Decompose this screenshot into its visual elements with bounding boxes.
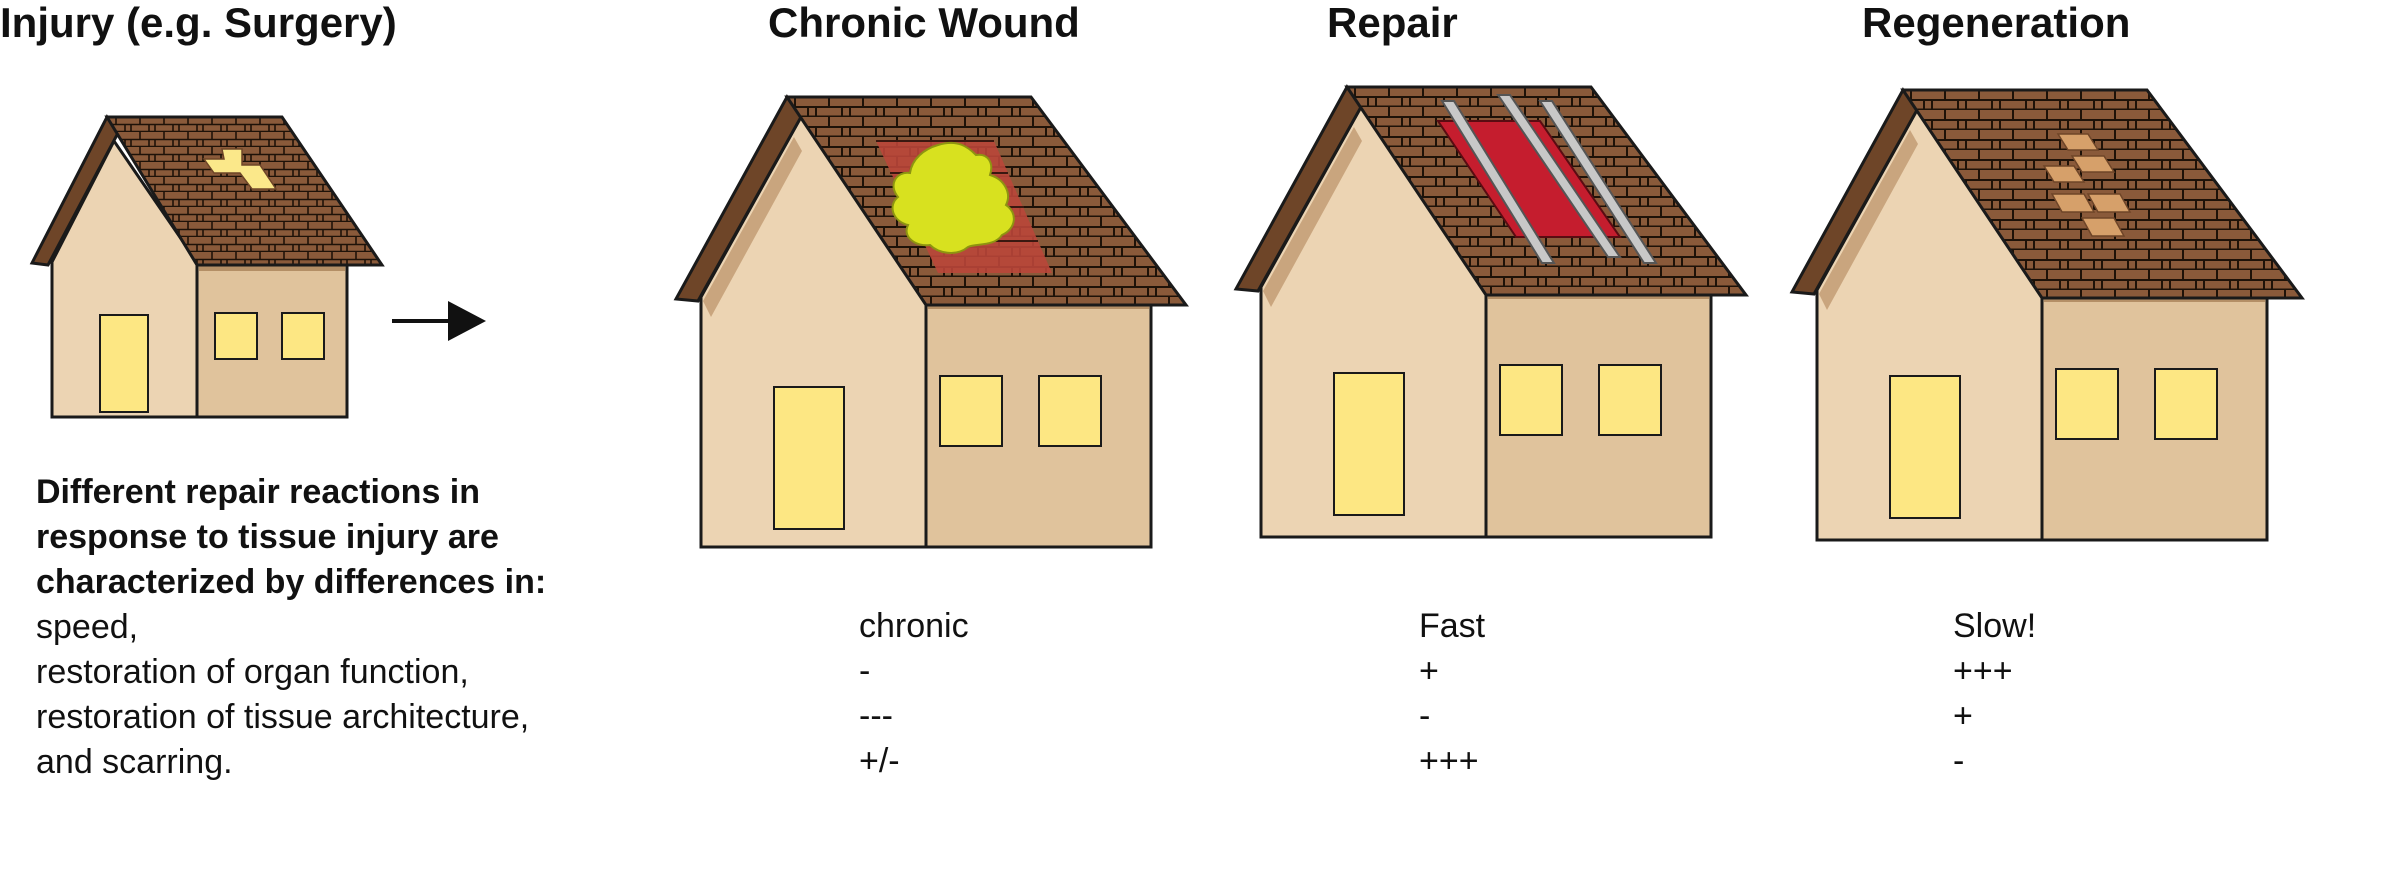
criterion-organ-function: restoration of organ function, <box>36 653 469 691</box>
value-scarring: +/- <box>859 742 900 780</box>
door <box>99 314 149 413</box>
criterion-tissue-architecture: restoration of tissue architecture, <box>36 698 530 736</box>
value-tissue-architecture: --- <box>859 697 893 735</box>
value-organ-function: + <box>1419 652 1439 690</box>
window <box>2055 368 2119 440</box>
window <box>2154 368 2218 440</box>
value-speed: Fast <box>1419 607 1486 645</box>
window <box>214 312 258 360</box>
value-organ-function: +++ <box>1953 652 2013 690</box>
value-speed: Slow! <box>1953 607 2037 645</box>
value-speed: chronic <box>859 607 969 645</box>
regeneration-values: Slow! +++ + - <box>1953 604 2036 784</box>
chronic-wound-house-icon <box>674 95 1188 549</box>
title-regeneration: Regeneration <box>1862 0 2131 46</box>
description-line: Different repair reactions in <box>36 473 481 511</box>
door <box>773 386 845 530</box>
title-injury: Injury (e.g. Surgery) <box>0 0 397 46</box>
injury-house-icon <box>29 114 385 419</box>
value-scarring: - <box>1953 742 1965 780</box>
arrow-right-icon <box>392 301 486 341</box>
criterion-speed: speed, <box>36 608 139 646</box>
window <box>939 375 1003 447</box>
chronic-values: chronic - --- +/- <box>859 604 969 784</box>
value-tissue-architecture: + <box>1953 697 1973 735</box>
regenerated-tiles-icon <box>2042 133 2132 237</box>
regeneration-house-icon <box>1790 88 2304 542</box>
window <box>1038 375 1102 447</box>
window <box>281 312 325 360</box>
door <box>1333 372 1405 516</box>
description-line: characterized by differences in: <box>36 563 547 601</box>
title-repair: Repair <box>1327 0 1458 46</box>
door <box>1889 375 1961 519</box>
criterion-scarring: and scarring. <box>36 743 233 781</box>
title-chronic-wound: Chronic Wound <box>768 0 1080 46</box>
value-scarring: +++ <box>1419 742 1479 780</box>
value-tissue-architecture: - <box>1419 697 1431 735</box>
window <box>1598 364 1662 436</box>
metal-bar-icon <box>1440 94 1658 264</box>
roof-hole-icon <box>202 148 278 190</box>
value-organ-function: - <box>859 652 871 690</box>
description: Different repair reactions in response t… <box>36 470 546 785</box>
window <box>1499 364 1563 436</box>
description-line: response to tissue injury are <box>36 518 499 556</box>
wound-blob-icon <box>891 141 1015 254</box>
repair-values: Fast + - +++ <box>1419 604 1485 784</box>
repair-house-icon <box>1234 85 1748 539</box>
